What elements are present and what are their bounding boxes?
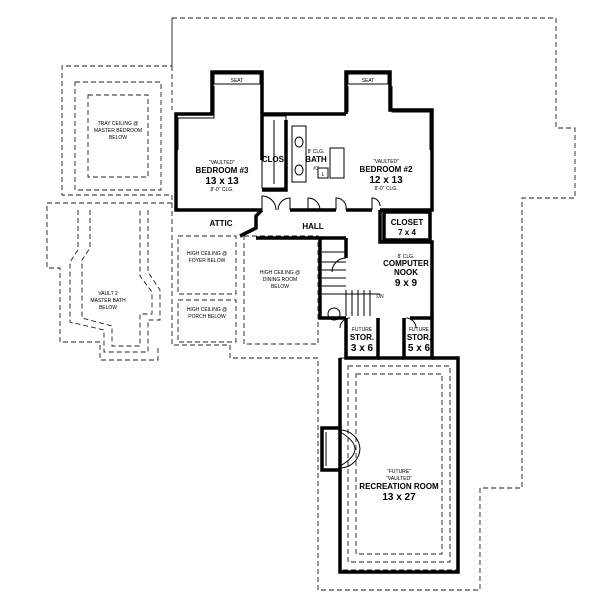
stairs [322,251,380,316]
closet-clos [261,115,287,189]
stor2-size: 5 x 6 [408,343,431,354]
bed2-name: BEDROOM #2 [360,165,413,174]
stor1-future: FUTURE [352,327,373,333]
seat-label-bed2: SEAT [362,78,375,84]
door-swings [261,195,417,329]
window-seats [213,73,389,85]
stor1-size: 3 x 6 [351,343,374,354]
nook-size: 9 x 9 [395,278,418,289]
porch-label-2: PORCH BELOW [188,314,226,320]
seat-label-bed3: SEAT [231,78,244,84]
vault-label-3: BELOW [99,305,117,311]
hall-label: HALL [302,222,323,231]
bath-name: BATH [305,155,327,164]
bed3-name: BEDROOM #3 [196,166,249,175]
tray-ceiling-label-3: BELOW [109,135,127,141]
attic-label: ATTIC [210,219,233,228]
closet-size: 7 x 4 [398,228,416,237]
dining-label-2: DINING ROOM [263,277,297,283]
stor2-future: FUTURE [409,327,430,333]
rec-future: "FUTURE" [387,469,411,475]
porch-label-1: HIGH CEILING @ [187,307,227,313]
foyer-label-1: HIGH CEILING @ [187,251,227,257]
bath-clg: 8' CLG. [308,149,325,155]
bed2-clg: 8'-0" CLG. [374,186,397,192]
bed3-clg: 8'-0" CLG. [210,187,233,193]
tray-ceiling-area [74,81,162,191]
rec-room-bay [320,426,361,472]
labels: TRAY CEILING @ MASTER BEDROOM BELOW VAUL… [90,78,439,503]
rec-vaulted: "VAULTED" [386,476,412,482]
recreation-room-outline [339,357,459,571]
clos-label: CLOS. [262,155,286,164]
rec-name: RECREATION ROOM [359,482,439,491]
roof-outline [61,17,576,591]
tray-ceiling-label-1: TRAY CEILING @ [98,121,139,127]
stair-dn-label: DN [376,294,384,300]
bath-number: #3 [313,166,319,172]
foyer-label-2: FOYER BELOW [189,258,226,264]
tray-ceiling-label-2: MASTER BEDROOM [94,128,142,134]
exterior-walls [174,70,460,574]
dining-label-1: HIGH CEILING @ [260,270,300,276]
stor2-name: STOR. [407,333,431,342]
closet-name: CLOSET [391,218,424,227]
vault-label-1: VAULT 2 [98,291,118,297]
porch-below-area [177,299,237,343]
bath-linen: L [322,172,325,178]
bed3-size: 13 x 13 [205,176,239,187]
rec-size: 13 x 27 [382,492,416,503]
vault-master-bath-area [46,202,172,361]
bed3-vaulted: "VAULTED" [209,160,235,166]
foyer-below-area [177,235,237,295]
vault-label-2: MASTER BATH [90,298,126,304]
bed2-vaulted: "VAULTED" [373,159,399,165]
nook-clg: 8' CLG. [398,254,415,260]
dining-label-3: BELOW [271,284,289,290]
nook-name-2: NOOK [394,268,418,277]
stor1-name: STOR. [350,333,374,342]
dining-below-area [243,235,319,345]
bed2-size: 12 x 13 [369,175,403,186]
nook-name-1: COMPUTER [383,259,429,268]
vault-lines [177,86,431,150]
bath-fixtures [291,125,345,183]
